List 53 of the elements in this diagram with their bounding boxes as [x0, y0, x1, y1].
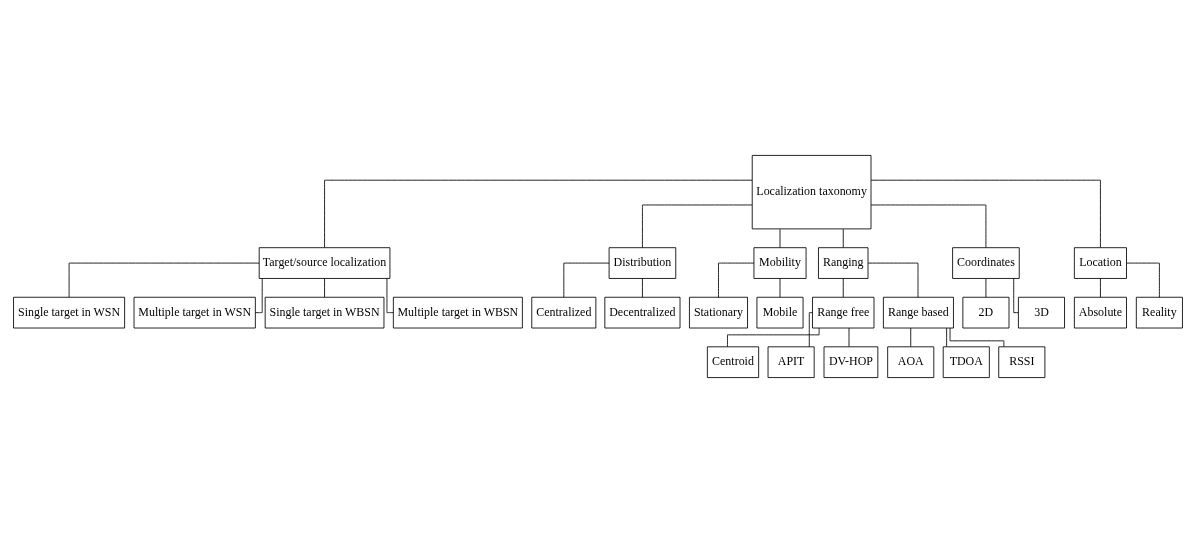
connector [842, 278, 844, 298]
connector [779, 278, 781, 298]
connector [867, 262, 919, 298]
connector [1013, 278, 1019, 314]
connector [870, 204, 987, 248]
node-box: Multiple target in WBSN [392, 296, 523, 329]
node-box: DV-HOP [823, 346, 879, 378]
connector [949, 327, 1005, 348]
connector [910, 327, 912, 348]
node-box: Localization taxonomy [751, 155, 872, 230]
connector [563, 262, 610, 298]
connector [1100, 278, 1101, 298]
connector [842, 228, 844, 248]
node-box: AOA [887, 346, 935, 378]
node-box: 3D [1017, 296, 1065, 329]
node-box: Centroid [706, 346, 760, 378]
connector [727, 327, 820, 348]
connector [870, 179, 1101, 248]
connector [386, 278, 394, 314]
node-box: Single target in WSN [13, 296, 126, 329]
connector [985, 278, 987, 298]
node-box: Multiple target in WSN [133, 296, 256, 329]
node-box: Range free [812, 296, 875, 329]
connector [68, 262, 260, 298]
node-box: Reality [1135, 296, 1183, 329]
node-box: Decentralized [604, 296, 681, 329]
connector [718, 262, 755, 298]
node-box: Mobile [756, 296, 804, 329]
node-box: Range based [882, 296, 954, 329]
connector [848, 327, 850, 348]
node-box: Mobility [753, 247, 807, 279]
connector [779, 228, 781, 248]
connector [642, 204, 753, 248]
connector [808, 312, 813, 348]
connector [255, 278, 263, 314]
connector [946, 327, 948, 348]
node-box: Single target in WBSN [264, 296, 385, 329]
connector [1126, 262, 1160, 298]
node-box: TDOA [942, 346, 990, 378]
connector [324, 278, 325, 298]
connector [324, 179, 753, 248]
node-box: 2D [962, 296, 1010, 329]
node-box: Distribution [608, 247, 677, 279]
node-box: Stationary [689, 296, 748, 329]
node-box: Absolute [1073, 296, 1127, 329]
node-box: Coordinates [952, 247, 1020, 279]
node-box: RSSI [998, 346, 1046, 378]
connector [642, 278, 643, 298]
node-box: Target/source localization [258, 247, 391, 279]
node-box: Location [1073, 247, 1127, 279]
node-box: Ranging [818, 247, 869, 279]
node-box: Centralized [531, 296, 597, 329]
node-box: APIT [767, 346, 815, 378]
